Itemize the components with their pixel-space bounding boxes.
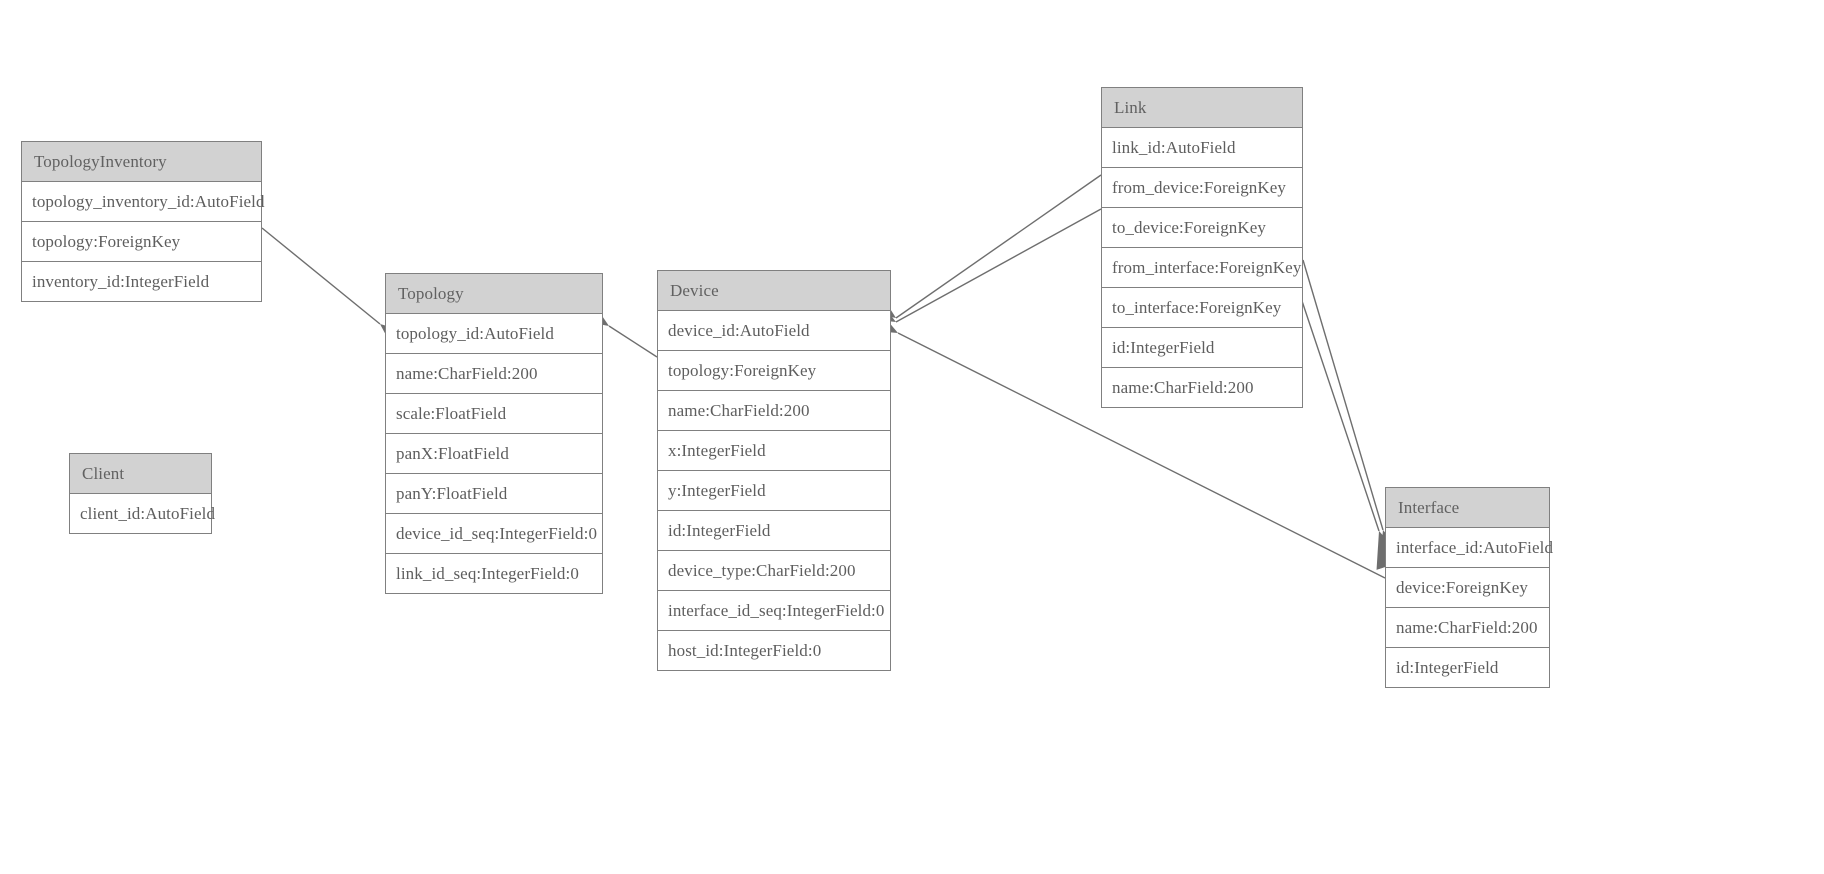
entity-field: name:CharField:200 <box>386 354 602 394</box>
entity-field: link_id:AutoField <box>1102 128 1302 168</box>
entity-field: name:CharField:200 <box>658 391 890 431</box>
entity-field: to_device:ForeignKey <box>1102 208 1302 248</box>
entity-title-device: Device <box>658 271 890 311</box>
entity-field: host_id:IntegerField:0 <box>658 631 890 671</box>
relationship-line <box>895 208 1102 323</box>
entity-field: from_device:ForeignKey <box>1102 168 1302 208</box>
entity-field: interface_id_seq:IntegerField:0 <box>658 591 890 631</box>
entity-field: name:CharField:200 <box>1102 368 1302 408</box>
entity-field: topology_id:AutoField <box>386 314 602 354</box>
entity-field: panX:FloatField <box>386 434 602 474</box>
entity-title-client: Client <box>70 454 211 494</box>
entity-field: id:IntegerField <box>1386 648 1549 688</box>
entity-field: to_interface:ForeignKey <box>1102 288 1302 328</box>
relationship-line <box>895 174 1102 319</box>
entity-field: inventory_id:IntegerField <box>22 262 261 302</box>
entity-field: scale:FloatField <box>386 394 602 434</box>
entity-field: from_interface:ForeignKey <box>1102 248 1302 288</box>
entity-field: link_id_seq:IntegerField:0 <box>386 554 602 594</box>
entity-field: topology:ForeignKey <box>22 222 261 262</box>
entity-field: x:IntegerField <box>658 431 890 471</box>
entity-title-interface: Interface <box>1386 488 1549 528</box>
entity-title-topology: Topology <box>386 274 602 314</box>
entity-field: topology:ForeignKey <box>658 351 890 391</box>
entity-field: id:IntegerField <box>1102 328 1302 368</box>
entity-field: device_id:AutoField <box>658 311 890 351</box>
entity-field: interface_id:AutoField <box>1386 528 1553 568</box>
entity-title-link: Link <box>1102 88 1302 128</box>
relationship-line <box>1302 259 1384 531</box>
relationship-line <box>261 227 381 325</box>
entity-field: id:IntegerField <box>658 511 890 551</box>
entity-field: name:CharField:200 <box>1386 608 1549 648</box>
entity-field: device:ForeignKey <box>1386 568 1549 608</box>
entity-field: panY:FloatField <box>386 474 602 514</box>
entity-field: client_id:AutoField <box>70 494 215 534</box>
entity-field: device_type:CharField:200 <box>658 551 890 591</box>
relationship-link-to-device <box>857 208 1102 323</box>
entity-title-topology-inventory: TopologyInventory <box>22 142 261 182</box>
entity-field: topology_inventory_id:AutoField <box>22 182 264 222</box>
relationship-line <box>608 325 658 358</box>
relationship-link-from-device <box>857 174 1102 319</box>
entity-field: y:IntegerField <box>658 471 890 511</box>
entity-field: device_id_seq:IntegerField:0 <box>386 514 602 554</box>
relationship-line <box>1299 294 1380 532</box>
